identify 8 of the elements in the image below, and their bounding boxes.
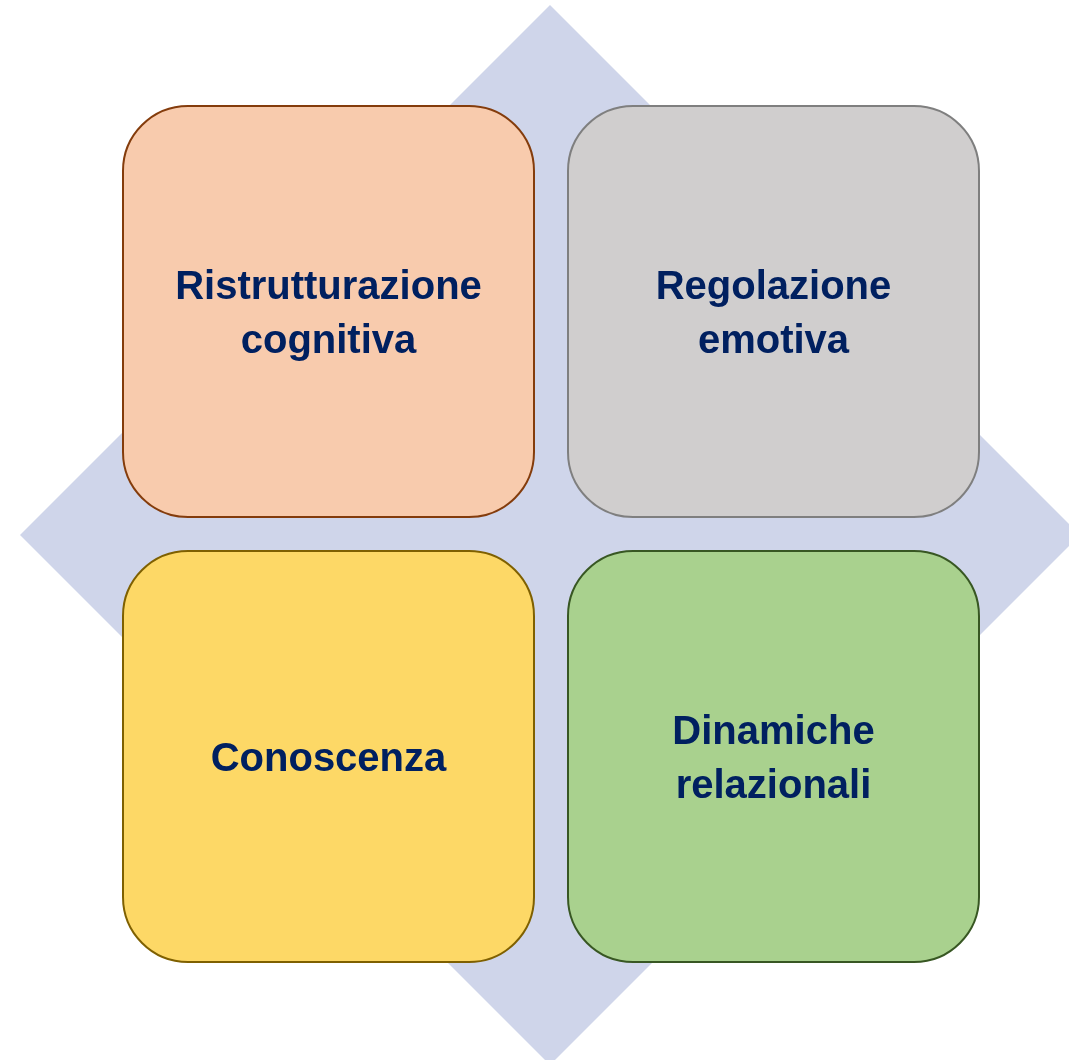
rounded-box	[122, 105, 535, 518]
box-label: Conoscenza	[210, 733, 447, 781]
rounded-box	[567, 550, 980, 963]
box-label: Ristrutturazione cognitiva	[174, 261, 483, 363]
rounded-box	[122, 550, 535, 963]
rounded-box	[567, 105, 980, 518]
box-label: Regolazione emotiva	[654, 261, 893, 363]
box-label: Dinamiche relazionali	[671, 706, 876, 808]
